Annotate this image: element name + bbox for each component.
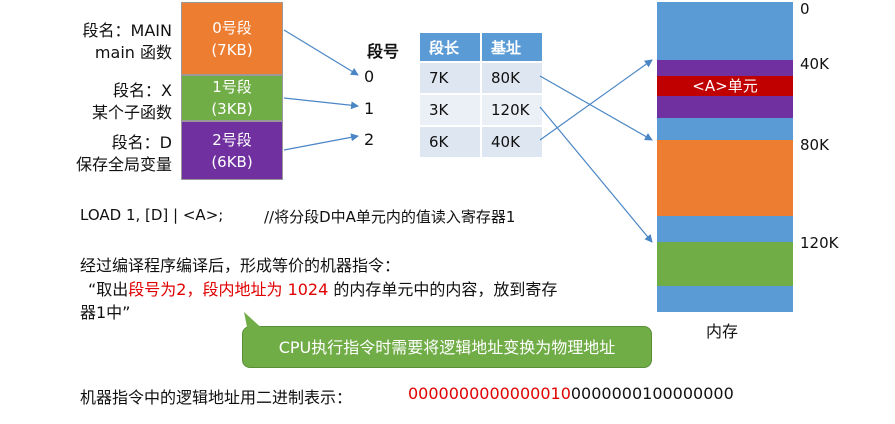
- segment-0-desc: main 函数: [94, 43, 172, 62]
- segment-0-box-title: 0号段: [212, 18, 252, 37]
- header-base: 基址: [481, 33, 544, 62]
- machine-instruction-line2: 器1中”: [80, 303, 131, 322]
- segment-table-header: 段长 基址: [420, 33, 544, 62]
- address-40k: 40K: [800, 55, 829, 73]
- memory-seg0: [657, 140, 793, 216]
- binary-offset-bits: 0000000100000000: [570, 384, 734, 403]
- header-length: 段长: [420, 33, 482, 62]
- segment-2-box-size: (6KB): [211, 152, 253, 171]
- table-cell: 7K: [420, 61, 482, 94]
- table-row: 6K 40K: [420, 125, 544, 157]
- memory-seg2-lower: [657, 96, 793, 118]
- segment-1-desc: 某个子函数: [91, 103, 172, 122]
- machine-instruction-line1: “取出段号为2，段内地址为 1024 的内存单元中的内容，放到寄存: [88, 276, 557, 300]
- arrow-seg0-to-segnum: [283, 29, 359, 76]
- table-cell: 6K: [420, 125, 482, 157]
- segment-2-box: 2号段 (6KB): [181, 121, 283, 180]
- memory-free-4: [657, 286, 793, 312]
- segment-1-label: 段名：X 某个子函数: [40, 80, 172, 124]
- address-80k: 80K: [800, 136, 829, 154]
- binary-value: 00000000000000100000000100000000: [408, 384, 734, 403]
- memory-a-cell-label: <A>单元: [692, 77, 758, 95]
- binary-label: 机器指令中的逻辑地址用二进制表示：: [80, 388, 353, 407]
- instruction-code: LOAD 1, [D] | <A>;: [80, 206, 224, 224]
- segnum-2: 2: [364, 130, 375, 149]
- segment-1-box-title: 1号段: [212, 78, 252, 96]
- table-cell: 120K: [481, 93, 544, 126]
- table-cell: 40K: [481, 125, 544, 157]
- memory-free-top: [657, 2, 793, 60]
- memory-free-2: [657, 118, 793, 140]
- callout-pointer: [244, 312, 266, 332]
- segment-1-box-size: (3KB): [211, 100, 253, 118]
- segment-1-name: 段名：X: [113, 81, 172, 100]
- callout-text: CPU执行指令时需要将逻辑地址变换为物理地址: [278, 338, 616, 357]
- arrow-seg1-to-segnum: [283, 97, 359, 110]
- segment-0-box-size: (7KB): [211, 40, 253, 59]
- callout-box: CPU执行指令时需要将逻辑地址变换为物理地址: [242, 326, 652, 368]
- segment-2-name: 段名：D: [111, 133, 172, 152]
- memory-seg1: [657, 242, 793, 286]
- machine-part1: “取出: [88, 280, 129, 299]
- segment-0-box: 0号段 (7KB): [181, 2, 283, 75]
- segment-2-label: 段名：D 保存全局变量: [40, 132, 172, 176]
- segment-0-name: 段名：MAIN: [82, 21, 172, 40]
- memory-seg2-upper: [657, 60, 793, 76]
- table-row: 3K 120K: [420, 93, 544, 126]
- arrow-row0-to-memory: [539, 75, 653, 141]
- address-0: 0: [800, 0, 810, 18]
- address-120k: 120K: [800, 234, 839, 252]
- table-cell: 80K: [481, 61, 544, 94]
- segnum-1: 1: [364, 99, 375, 118]
- segnum-header: 段号: [367, 42, 400, 61]
- binary-segment-bits: 0000000000000010: [408, 384, 571, 403]
- instruction-comment: //将分段D中A单元内的值读入寄存器1: [264, 208, 516, 226]
- arrow-row2-to-memory: [539, 59, 653, 141]
- segnum-0: 0: [364, 67, 375, 86]
- memory-title: 内存: [706, 322, 739, 341]
- table-cell: 3K: [420, 93, 482, 126]
- segment-2-box-title: 2号段: [212, 130, 252, 149]
- machine-red: 段号为2，段内地址为 1024: [128, 280, 329, 299]
- compile-text: 经过编译程序编译后，形成等价的机器指令：: [80, 256, 401, 275]
- segment-table: 段长 基址 7K 80K 3K 120K 6K 40K: [420, 33, 544, 157]
- segment-2-desc: 保存全局变量: [75, 155, 172, 174]
- memory-a-cell: <A>单元: [657, 76, 793, 96]
- segment-1-box: 1号段 (3KB): [181, 75, 283, 121]
- machine-part2: 的内存单元中的内容，放到寄存: [328, 280, 558, 299]
- memory-free-3: [657, 216, 793, 242]
- arrow-seg2-to-segnum: [283, 133, 359, 151]
- segment-0-label: 段名：MAIN main 函数: [40, 20, 172, 64]
- arrow-row1-to-memory: [539, 106, 653, 243]
- table-row: 7K 80K: [420, 61, 544, 94]
